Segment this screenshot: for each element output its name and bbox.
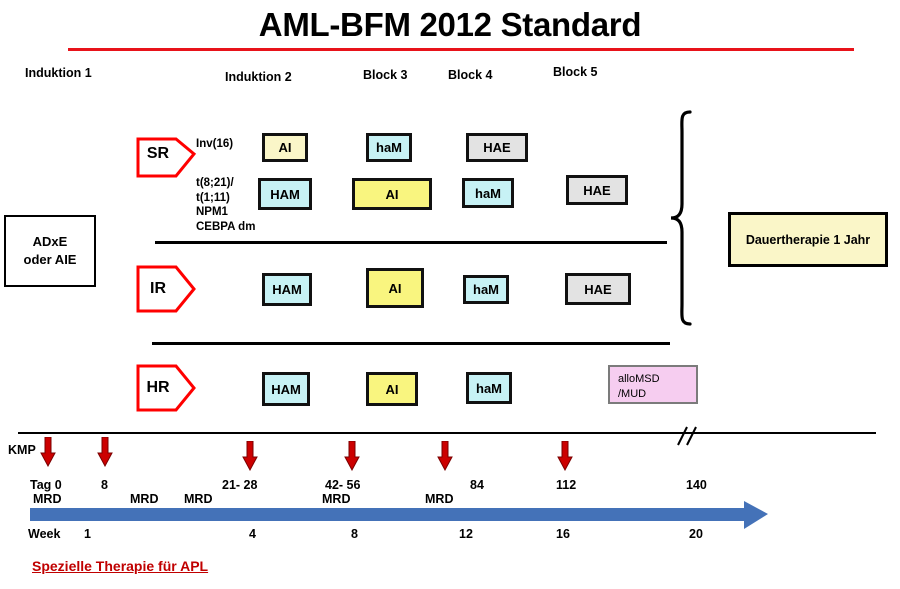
genetic-marker-t111: t(1;11) [196,191,230,204]
therapy-block-ir-ham: HAM [262,273,312,306]
therapy-block-sr2-ham-small: haM [462,178,514,208]
entry-therapy-box: ADxE oder AIE [4,215,96,287]
risk-group-sr-label: SR [146,145,170,162]
week-label-12: 12 [459,527,473,541]
week-label-16: 16 [556,527,570,541]
kmp-arrow-6 [557,440,573,476]
therapy-block-sr-hae: HAE [466,133,528,162]
therapy-block-hr-ai: AI [366,372,418,406]
timeline-axis [18,432,876,434]
week-label-8: 8 [351,527,358,541]
therapy-block-ir-hae: HAE [565,273,631,305]
therapy-block-sr2-ham: HAM [258,178,312,210]
column-header-induktion-1: Induktion 1 [25,66,92,80]
therapy-block-ir-ai: AI [366,268,424,308]
day-label-21-28: 21- 28 [222,478,258,492]
column-header-block-4: Block 4 [448,68,493,82]
mrd-mark-1: MRD [33,492,62,506]
column-header-induktion-2: Induktion 2 [225,70,292,84]
mrd-mark-2: MRD [130,492,159,506]
kmp-arrow-4 [344,440,360,476]
kmp-arrow-3 [242,440,258,476]
mrd-mark-5: MRD [425,492,454,506]
day-label-140: 140 [686,478,707,492]
kmp-label: KMP [8,443,36,457]
therapy-block-hr-ham: HAM [262,372,310,406]
column-header-block-5: Block 5 [553,65,598,79]
page-title: AML-BFM 2012 Standard [258,6,642,43]
therapy-block-sr2-ai: AI [352,178,432,210]
kmp-arrow-2 [97,436,113,472]
genetic-marker-t821: t(8;21)/ [196,177,234,189]
therapy-block-ir-ham-small: haM [463,275,509,304]
risk-group-ir-label: IR [150,280,166,297]
day-label-112: 112 [556,478,577,492]
timeline-break-icon [672,424,702,453]
genetic-marker-cebpa: CEBPA dm [196,221,256,234]
maintenance-therapy-box: Dauertherapie 1 Jahr [728,212,888,267]
week-progress-bar [30,508,748,521]
risk-group-hr-label: HR [146,379,170,396]
therapy-block-hr-ham-small: haM [466,372,512,404]
entry-therapy-line-2: oder AIE [23,252,77,267]
mrd-mark-4: MRD [322,492,351,506]
column-header-block-3: Block 3 [363,68,408,82]
day-label-84: 84 [470,478,484,492]
risk-group-hr: HR [135,362,197,414]
genetic-marker-npm1: NPM1 [196,206,228,219]
kmp-arrow-1 [40,436,56,472]
day-label-8: 8 [101,478,108,492]
week-label-20: 20 [689,527,703,541]
therapy-block-sr-ham-small: haM [366,133,412,162]
week-axis-label: Week [28,527,61,541]
day-label-0: Tag 0 [30,478,62,492]
therapy-block-sr-ai: AI [262,133,308,162]
title-underline [68,48,854,51]
mrd-mark-3: MRD [184,492,213,506]
day-label-42-56: 42- 56 [325,478,361,492]
therapy-block-sr2-hae: HAE [566,175,628,205]
divider-sr-ir [155,241,667,244]
apl-footnote: Spezielle Therapie für APL [32,558,209,574]
entry-therapy-line-1: ADxE [32,234,68,250]
week-progress-arrowhead [744,499,770,536]
kmp-arrow-5 [437,440,453,476]
risk-group-ir: IR [135,263,197,315]
divider-ir-hr [152,342,670,345]
therapy-block-hr-allomsd-mud: alloMSD /MUD [608,365,698,404]
risk-group-sr: SR [135,128,197,180]
week-label-1: 1 [84,527,91,541]
genetic-marker-inv16: Inv(16) [196,138,234,150]
week-label-4: 4 [249,527,256,541]
maintenance-brace [668,108,702,333]
genetic-marker-list: t(8;21)/ t(1;11) NPM1 CEBPA dm [196,176,255,235]
